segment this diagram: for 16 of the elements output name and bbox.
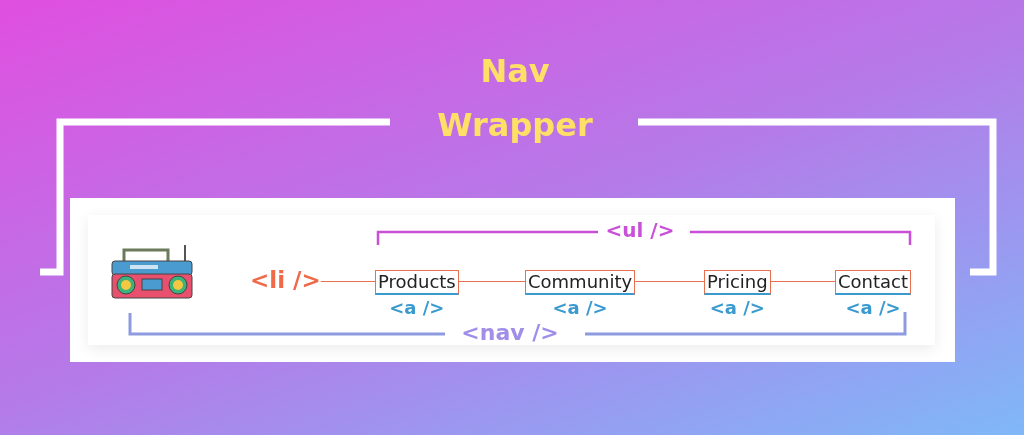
nav-link-box: Community <box>525 270 636 295</box>
tag-label: <nav /> <box>461 320 559 345</box>
tag-label: <a /> <box>845 297 901 318</box>
connector-line <box>770 280 836 283</box>
nav-link-box: Pricing <box>704 270 771 295</box>
connector-line <box>320 280 376 283</box>
nav-link-box: Contact <box>835 270 912 295</box>
tag-label: <a /> <box>709 297 765 318</box>
nav-link-box: Products <box>375 270 459 295</box>
tag-label: <li /> <box>250 267 321 293</box>
section-title: Nav Wrapper <box>436 51 594 146</box>
tag-label: <a /> <box>389 297 445 318</box>
connector-line <box>458 280 526 283</box>
tag-label: <a /> <box>552 297 608 318</box>
tag-label: <ul /> <box>605 218 675 242</box>
connector-line <box>634 280 705 283</box>
